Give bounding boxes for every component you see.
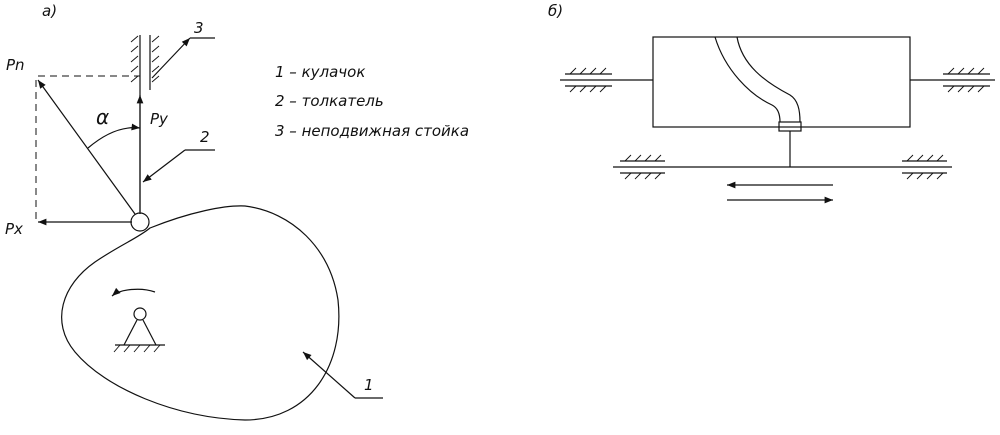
legend-item-1: 1 – кулачок xyxy=(275,63,365,81)
follower-roller xyxy=(130,212,150,232)
callout-1-number: 1 xyxy=(364,376,374,394)
callout-3-leader xyxy=(151,37,191,79)
slider-rod-assembly xyxy=(613,154,952,180)
callout-2-leader xyxy=(142,149,186,183)
panel-b-label: б) xyxy=(548,2,563,20)
cam-block xyxy=(652,36,911,128)
alpha-arc xyxy=(87,123,141,149)
cam-groove-right-edge xyxy=(736,36,801,123)
cam-groove-left-edge xyxy=(714,36,781,123)
cam-pivot-support xyxy=(113,307,165,353)
callout-3-number: 3 xyxy=(194,19,204,37)
py-label: Py xyxy=(150,110,169,128)
legend-item-2: 2 – толкатель xyxy=(275,92,384,110)
pn-label: Pn xyxy=(6,56,25,74)
px-label: Px xyxy=(5,220,23,238)
rotation-arrow xyxy=(111,287,156,297)
alpha-label: α xyxy=(96,105,109,129)
left-shaft-support xyxy=(560,67,653,93)
panel-a-label: а) xyxy=(42,2,57,20)
force-pn xyxy=(37,79,136,215)
callout-1-leader xyxy=(302,351,356,399)
guide-stand xyxy=(130,35,160,90)
right-shaft-support xyxy=(910,67,995,93)
callout-2-number: 2 xyxy=(200,128,210,146)
cam-profile xyxy=(61,205,340,421)
legend-item-3: 3 – неподвижная стойка xyxy=(275,122,469,140)
